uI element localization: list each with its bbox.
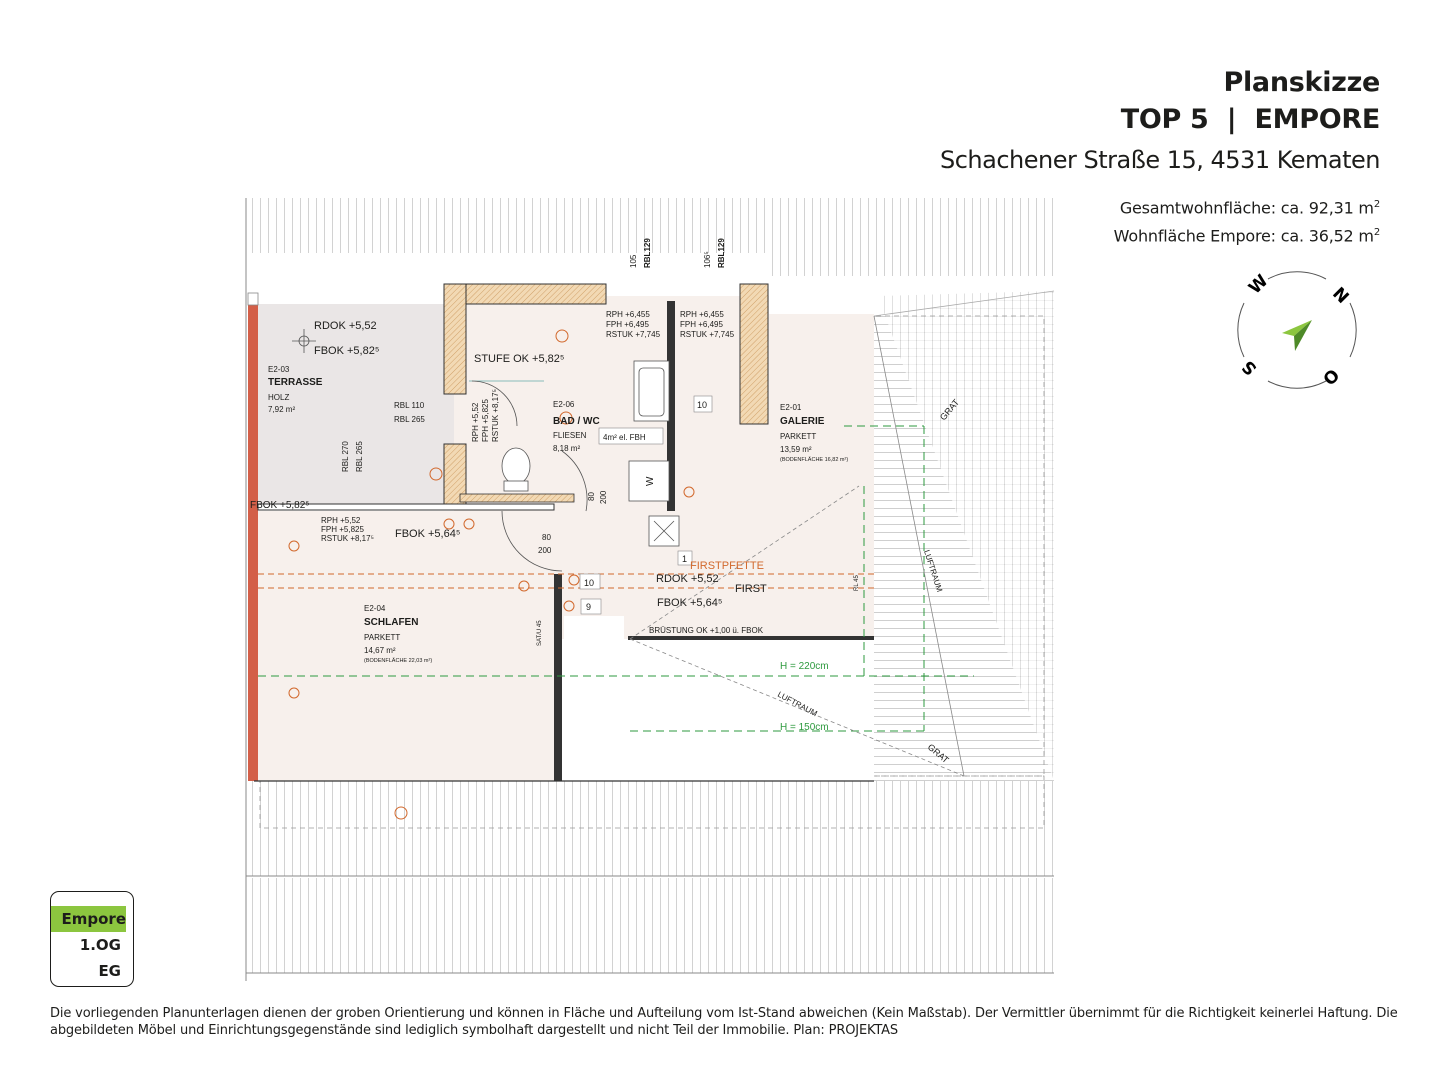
rph-1: RPH +6,455 bbox=[606, 310, 650, 319]
room-labels: RDOK +5,52 FBOK +5,82⁵ E2-03 TERRASSE HO… bbox=[250, 238, 961, 766]
ridge-lines bbox=[258, 315, 974, 777]
schlafen-floor: PARKETT bbox=[364, 633, 400, 642]
floor-plan: RDOK +5,52 FBOK +5,82⁵ E2-03 TERRASSE HO… bbox=[245, 198, 1055, 981]
doors bbox=[292, 329, 588, 572]
door-height-1: 200 bbox=[538, 546, 552, 555]
terrasse-area: 7,92 m² bbox=[268, 405, 295, 414]
rdok-label: RDOK +5,52 bbox=[314, 320, 377, 332]
bad-area: 8,18 m² bbox=[553, 444, 580, 453]
disclaimer: Die vorliegenden Planunterlagen dienen d… bbox=[50, 1006, 1398, 1038]
first-label: FIRST bbox=[735, 583, 767, 595]
galerie-code: E2-01 bbox=[780, 403, 802, 412]
schlafen-name: SCHLAFEN bbox=[364, 617, 418, 628]
compass-n: N bbox=[1328, 284, 1352, 308]
floor-item-empore[interactable]: Empore bbox=[51, 906, 126, 932]
rph-vertical-1: RPH +5,52 bbox=[471, 402, 480, 442]
door-height-2: 200 bbox=[599, 490, 608, 504]
door-width-2: 80 bbox=[587, 492, 596, 501]
compass-s: S bbox=[1238, 356, 1261, 379]
compass-w: W bbox=[1245, 271, 1273, 299]
rstuk-vertical: RSTUK +8,17⁵ bbox=[491, 389, 500, 442]
dim-106: 106⁵ bbox=[703, 251, 712, 268]
rbl-110: RBL 110 bbox=[394, 401, 425, 410]
rbl-265-vertical: RBL 265 bbox=[355, 441, 364, 472]
plan-subtitle: TOP 5 | EMPORE bbox=[1120, 104, 1381, 135]
galerie-area: 13,59 m² bbox=[780, 445, 812, 454]
door-width-1: 80 bbox=[542, 533, 551, 542]
rbl-265: RBL 265 bbox=[394, 415, 425, 424]
h150-label: H = 150cm bbox=[780, 722, 829, 733]
bruestung-label: BRÜSTUNG OK +1,00 ü. FBOK bbox=[649, 626, 764, 635]
num-9: 9 bbox=[586, 602, 591, 612]
dim-rbl129-b: RBL129 bbox=[717, 238, 726, 268]
fph-vertical: FPH +5,825 bbox=[481, 399, 490, 442]
fph-3: FPH +5,825 bbox=[321, 525, 364, 534]
h220-label: H = 220cm bbox=[780, 661, 829, 672]
fph-2: FPH +6,495 bbox=[680, 320, 723, 329]
stufe-label: STUFE OK +5,82⁵ bbox=[474, 353, 564, 365]
interior bbox=[254, 291, 874, 781]
rstuk-2: RSTUK +7,745 bbox=[680, 330, 735, 339]
floor-item-1og[interactable]: 1.OG bbox=[79, 936, 121, 954]
dim-rbl129-a: RBL129 bbox=[643, 238, 652, 268]
bad-code: E2-06 bbox=[553, 400, 575, 409]
bathroom-fixtures bbox=[501, 360, 680, 547]
electrical-symbols bbox=[288, 329, 695, 820]
terrasse-name: TERRASSE bbox=[268, 377, 323, 388]
rstuk-1: RSTUK +7,745 bbox=[606, 330, 661, 339]
fbok-2: FBOK +5,64⁵ bbox=[395, 528, 460, 540]
bad-heating: 4m² el. FBH bbox=[603, 433, 646, 442]
floor-switcher: Empore 1.OG EG bbox=[50, 891, 134, 987]
num-10a: 10 bbox=[697, 400, 707, 410]
north-arrow-icon bbox=[1282, 320, 1312, 351]
terrasse-code: E2-03 bbox=[268, 365, 290, 374]
dim-105: 105 bbox=[629, 254, 638, 268]
compass-o: O bbox=[1318, 364, 1342, 388]
galerie-floor: PARKETT bbox=[780, 432, 816, 441]
firstpfette-label: FIRSTPFETTE bbox=[690, 560, 764, 572]
schlafen-area: 14,67 m² bbox=[364, 646, 396, 655]
plan-header: Planskizze TOP 5 | EMPORE Schachener Str… bbox=[939, 64, 1381, 249]
galerie-name: GALERIE bbox=[780, 416, 825, 427]
rdok-2: RDOK +5,52 bbox=[656, 573, 719, 585]
rbl-270: RBL 270 bbox=[341, 441, 350, 472]
compass: W N S O bbox=[1237, 271, 1357, 389]
rph-2: RPH +6,455 bbox=[680, 310, 724, 319]
rstuk-3: RSTUK +8,17⁵ bbox=[321, 534, 374, 543]
rph-3: RPH +5,52 bbox=[321, 516, 361, 525]
schlafen-note: (BODENFLÄCHE 22,03 m²) bbox=[364, 657, 432, 664]
fbok-3: FBOK +5,64⁵ bbox=[657, 597, 722, 609]
fph-1: FPH +6,495 bbox=[606, 320, 649, 329]
fbok-left: FBOK +5,82⁵ bbox=[250, 500, 309, 511]
address: Schachener Straße 15, 4531 Kematen bbox=[939, 146, 1381, 174]
terrasse-floor: HOLZ bbox=[268, 393, 289, 402]
fbok-label: FBOK +5,82⁵ bbox=[314, 345, 379, 357]
satu-label: SAT/U 45 bbox=[537, 620, 543, 646]
floor-item-eg[interactable]: EG bbox=[98, 962, 121, 980]
empore-living-area: Wohnfläche Empore: ca. 36,52 m2 bbox=[1113, 226, 1381, 246]
total-living-area: Gesamtwohnfläche: ca. 92,31 m2 bbox=[1119, 198, 1380, 218]
num-10b: 10 bbox=[584, 578, 594, 588]
plan-title: Planskizze bbox=[1223, 67, 1380, 98]
bad-floor: FLIESEN bbox=[553, 431, 587, 440]
rl-label: RL 45 bbox=[854, 575, 860, 591]
w-label: W bbox=[645, 476, 656, 486]
num-1: 1 bbox=[682, 554, 687, 564]
galerie-note: (BODENFLÄCHE 16,82 m²) bbox=[780, 456, 848, 463]
walls bbox=[247, 283, 874, 782]
bad-name: BAD / WC bbox=[553, 416, 600, 427]
schlafen-code: E2-04 bbox=[364, 604, 386, 613]
roof-surfaces bbox=[245, 198, 1055, 981]
